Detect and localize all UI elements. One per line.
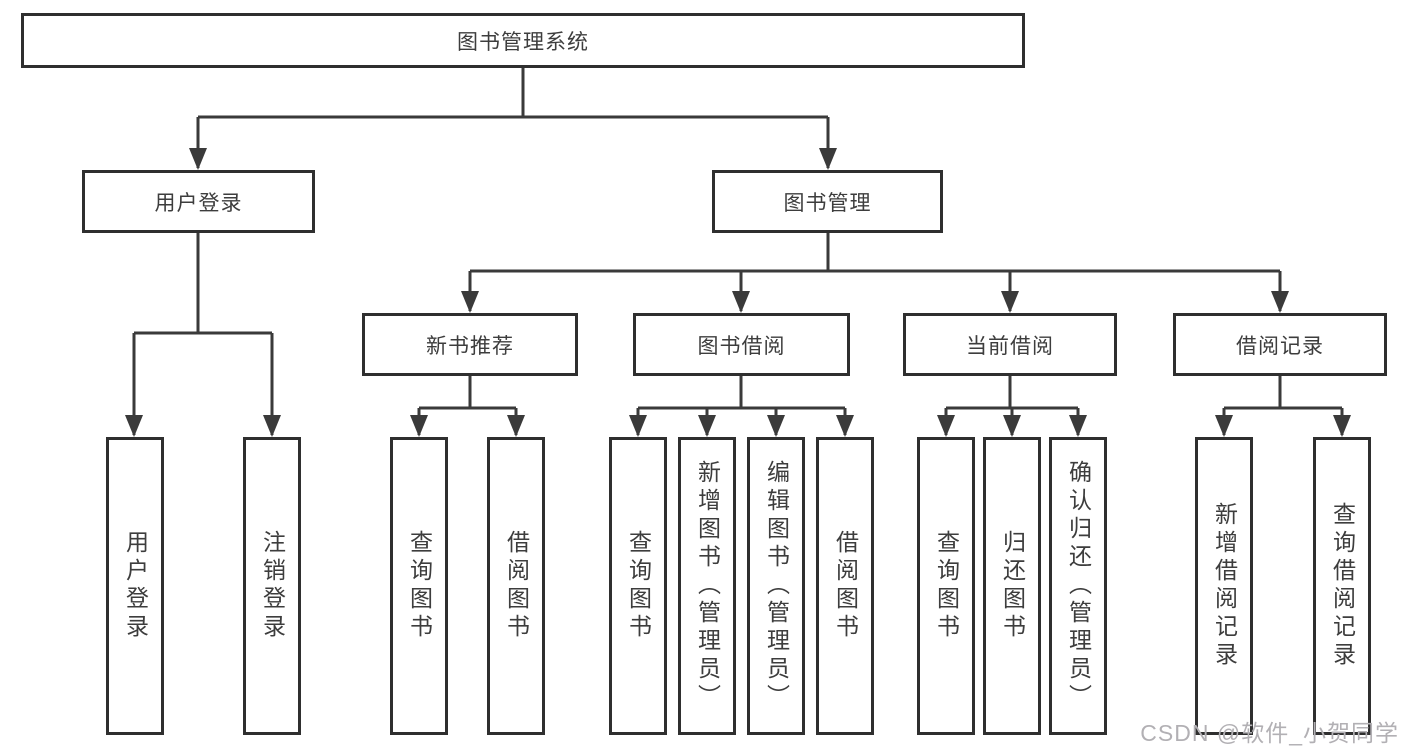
node-label: 查询图书: [406, 530, 433, 642]
arrow-icon: [507, 415, 525, 437]
node-label: 图书管理: [783, 191, 872, 215]
node-label: 新书推荐: [426, 334, 514, 358]
arrow-icon: [1001, 291, 1019, 313]
arrow-icon: [1271, 291, 1289, 313]
node-label: 查询图书: [625, 530, 652, 642]
node-label: 图书借阅: [697, 334, 786, 358]
node-user-login: 用户登录: [82, 170, 315, 233]
node-label: 注销登录: [259, 530, 286, 642]
node-book-management: 图书管理: [712, 170, 943, 233]
arrow-icon: [629, 415, 647, 437]
node-library-management-system: 图书管理系统: [21, 13, 1025, 68]
arrow-icon: [1215, 415, 1233, 437]
node-label: 借阅图书: [503, 530, 530, 642]
connector-new-book-rec: [417, 376, 518, 435]
node-label: 归还图书: [999, 530, 1026, 642]
arrow-icon: [189, 148, 207, 170]
arrow-icon: [125, 415, 143, 437]
arrow-icon: [732, 291, 750, 313]
node-leaf-borrow-book-bb: 借阅图书: [816, 437, 874, 735]
connector-user-login: [132, 233, 274, 435]
connector-root: [196, 68, 830, 168]
arrow-icon: [263, 415, 281, 437]
arrow-icon: [1003, 415, 1021, 437]
arrow-icon: [410, 415, 428, 437]
node-leaf-return-book: 归还图书: [983, 437, 1041, 735]
node-leaf-query-book-bb: 查询图书: [609, 437, 667, 735]
arrow-icon: [1333, 415, 1351, 437]
node-label: 编辑图书（管理员）: [763, 460, 790, 712]
arrow-icon: [767, 415, 785, 437]
arrow-icon: [836, 415, 854, 437]
node-label: 用户登录: [122, 530, 149, 642]
node-label: 查询借阅记录: [1329, 502, 1356, 670]
node-label: 借阅记录: [1236, 334, 1324, 358]
arrow-icon: [819, 148, 837, 170]
node-leaf-query-book-cb: 查询图书: [917, 437, 975, 735]
watermark: CSDN @软件_小贺同学: [1140, 720, 1399, 746]
node-current-borrow: 当前借阅: [903, 313, 1117, 376]
arrow-icon: [937, 415, 955, 437]
node-label: 借阅图书: [832, 530, 859, 642]
node-leaf-borrow-book-rec: 借阅图书: [487, 437, 545, 735]
node-leaf-edit-book-admin: 编辑图书（管理员）: [747, 437, 805, 735]
node-leaf-confirm-return-admin: 确认归还（管理员）: [1049, 437, 1107, 735]
node-label: 图书管理系统: [457, 30, 589, 54]
node-leaf-query-book-rec: 查询图书: [390, 437, 448, 735]
node-leaf-query-borrow-record: 查询借阅记录: [1313, 437, 1371, 735]
node-leaf-add-book-admin: 新增图书（管理员）: [678, 437, 736, 735]
connector-book-mgmt: [468, 233, 1282, 311]
connector-borrow-records: [1222, 376, 1344, 435]
node-leaf-add-borrow-record: 新增借阅记录: [1195, 437, 1253, 735]
node-borrow-records: 借阅记录: [1173, 313, 1387, 376]
arrow-icon: [1069, 415, 1087, 437]
arrow-icon: [461, 291, 479, 313]
node-new-book-recommend: 新书推荐: [362, 313, 578, 376]
node-label: 当前借阅: [966, 334, 1054, 358]
arrow-icon: [698, 415, 716, 437]
arrowheads: [125, 148, 1351, 437]
node-book-borrow: 图书借阅: [633, 313, 850, 376]
connector-book-borrow: [636, 376, 847, 435]
node-label: 新增图书（管理员）: [694, 460, 721, 712]
node-label: 新增借阅记录: [1211, 502, 1238, 670]
node-leaf-user-login: 用户登录: [106, 437, 164, 735]
node-label: 用户登录: [154, 191, 243, 215]
node-label: 查询图书: [933, 530, 960, 642]
node-label: 确认归还（管理员）: [1065, 460, 1092, 712]
node-leaf-logout: 注销登录: [243, 437, 301, 735]
